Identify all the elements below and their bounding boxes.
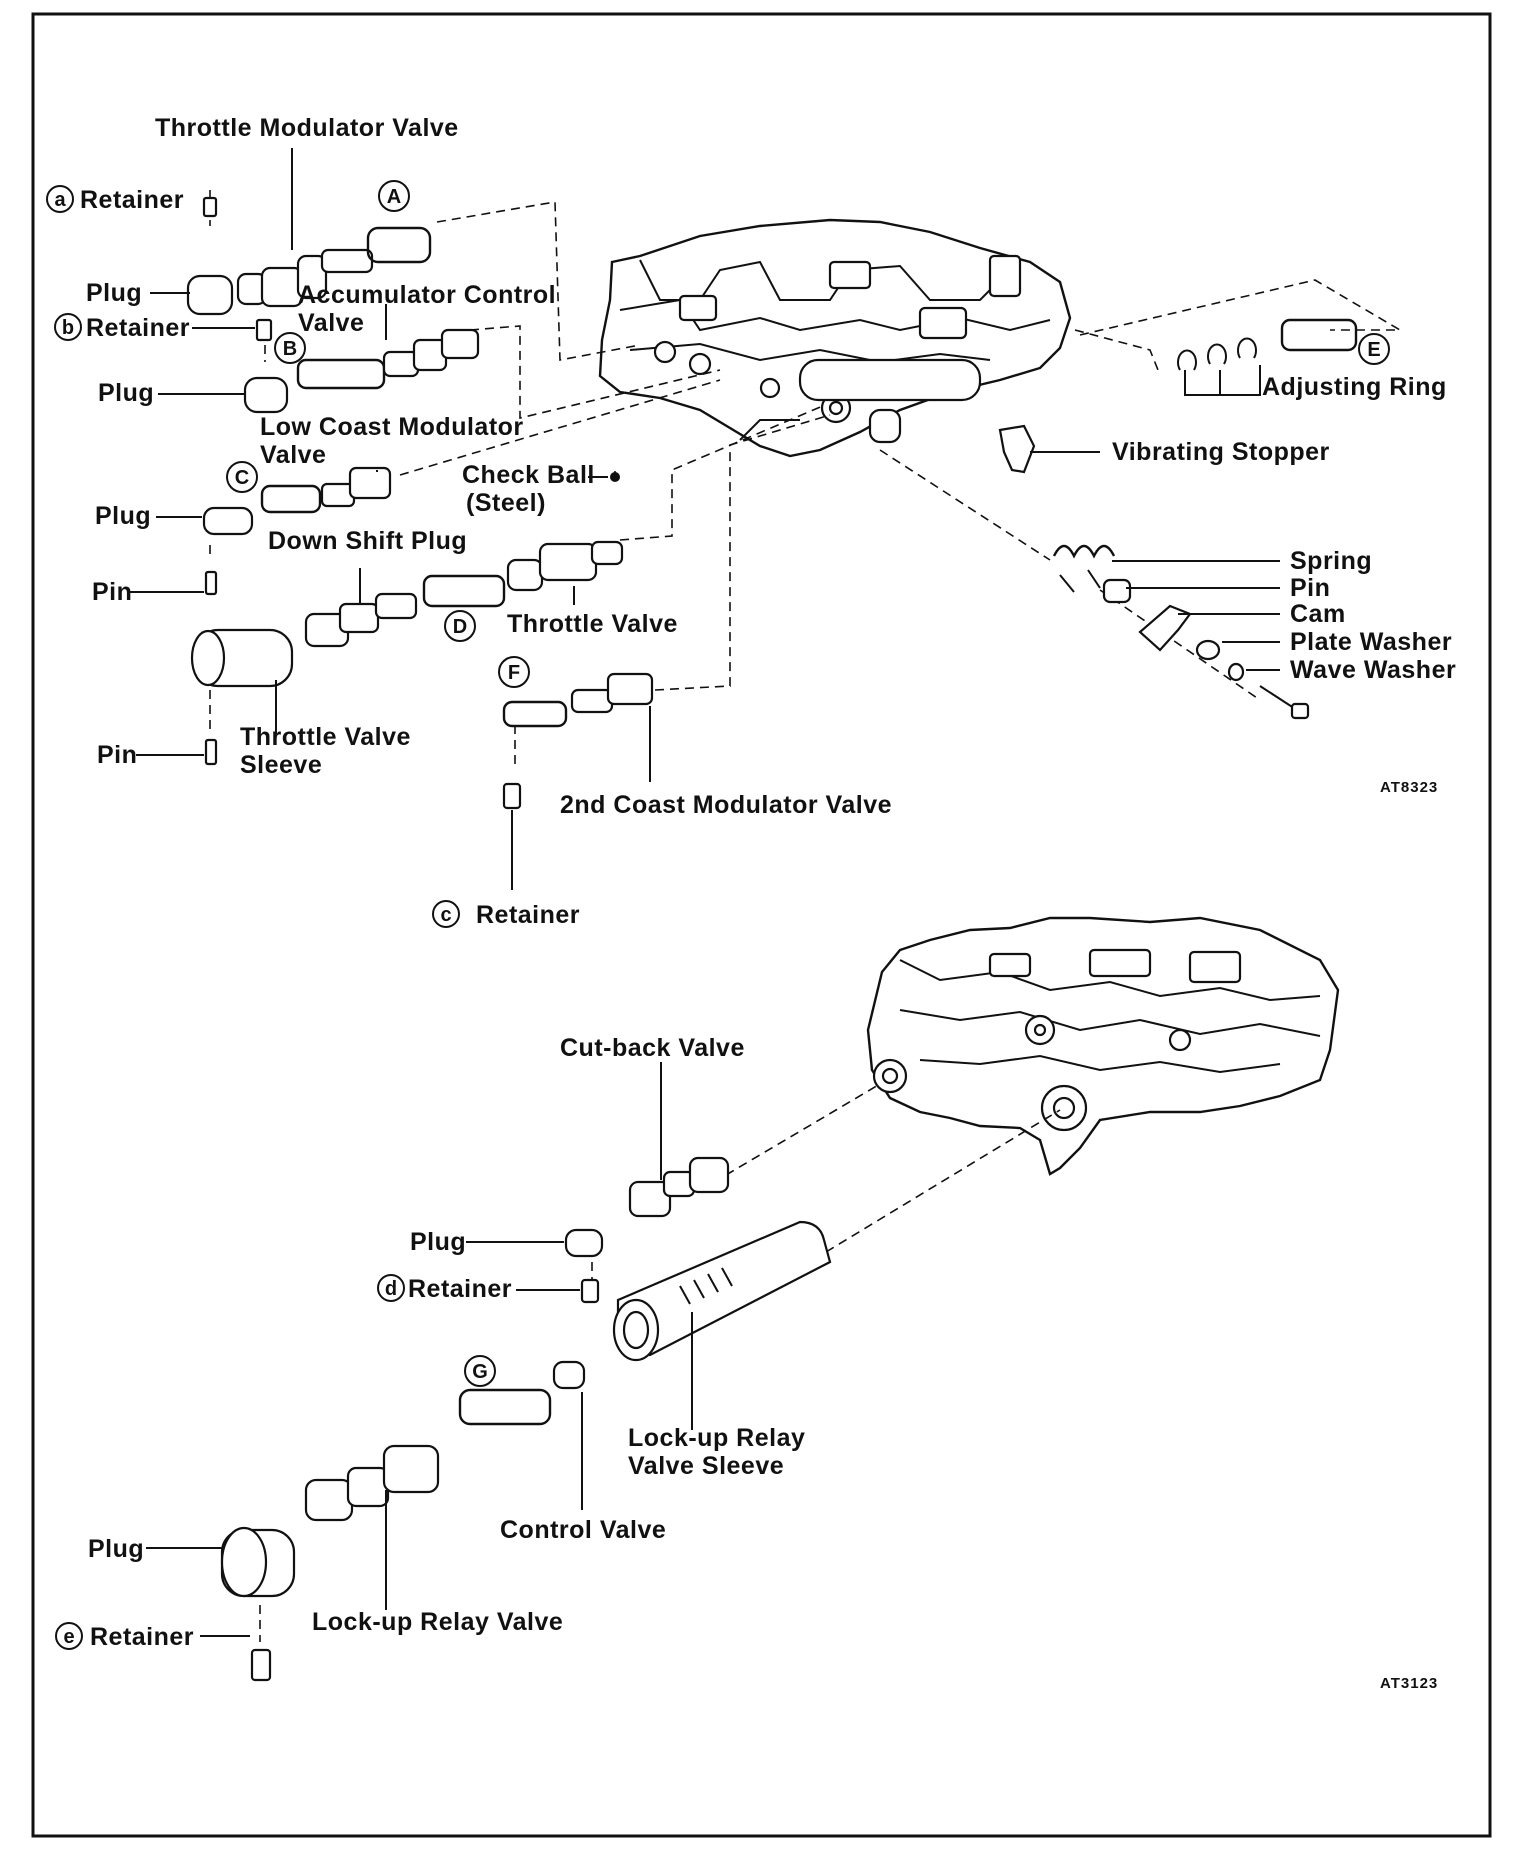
label-throttle-valve-sleeve-2: Sleeve: [240, 751, 322, 779]
figure-frame: [31, 12, 1492, 1838]
low-coast-modulator-valve-group: [202, 466, 392, 596]
spring-c-letter: C: [235, 467, 249, 489]
retainer-a-letter: a: [54, 189, 66, 211]
figure-code-top: AT8323: [1380, 779, 1438, 796]
figure-code-bottom: AT3123: [1380, 1675, 1438, 1692]
label-lock-up-relay-valve: Lock-up Relay Valve: [312, 1608, 563, 1636]
spring-g-part: [458, 1388, 552, 1426]
label-accumulator-control-valve-1: Accumulator Control: [298, 281, 556, 309]
label-check-ball-1: Check Ball: [462, 461, 595, 489]
label-retainer-d: Retainer: [408, 1275, 512, 1303]
label-pin-1: Pin: [92, 578, 132, 606]
label-retainer-a: Retainer: [80, 186, 184, 214]
spring-g-letter: G: [472, 1361, 488, 1383]
upper-valve-body: [598, 218, 1072, 458]
label-accumulator-control-valve-2: Valve: [298, 309, 364, 337]
label-lock-up-relay-valve-sleeve-2: Valve Sleeve: [628, 1452, 784, 1480]
label-plug-2: Plug: [98, 379, 154, 407]
control-valve-part: [552, 1360, 586, 1390]
check-ball-part: [610, 472, 620, 482]
label-throttle-valve: Throttle Valve: [507, 610, 678, 638]
throttle-modulator-valve-group: [186, 196, 432, 316]
retainer-e-letter: e: [63, 1626, 74, 1648]
spring-a-letter: A: [387, 186, 401, 208]
label-control-valve: Control Valve: [500, 1516, 666, 1544]
throttle-valve-group: [190, 540, 624, 766]
retainer-d-letter: d: [385, 1278, 397, 1300]
label-plug-3: Plug: [95, 502, 151, 530]
label-down-shift-plug: Down Shift Plug: [268, 527, 467, 555]
accumulator-control-valve-group: [243, 318, 480, 414]
retainer-c-letter: c: [440, 904, 451, 926]
label-plug-4: Plug: [410, 1228, 466, 1256]
label-plug-5: Plug: [88, 1535, 144, 1563]
spring-f-letter: F: [508, 662, 520, 684]
lock-up-relay-valve-sleeve-part: [612, 1220, 832, 1362]
label-pin-2: Pin: [97, 741, 137, 769]
label-low-coast-modulator-valve-2: Valve: [260, 441, 326, 469]
label-throttle-valve-sleeve-1: Throttle Valve: [240, 723, 411, 751]
label-lock-up-relay-valve-sleeve-1: Lock-up Relay: [628, 1424, 805, 1452]
label-retainer-c: Retainer: [476, 901, 580, 929]
second-coast-modulator-valve-group: [502, 672, 654, 810]
lower-valve-body: [866, 916, 1340, 1176]
spring-b-letter: B: [283, 338, 297, 360]
spring-e-letter: E: [1367, 339, 1380, 361]
label-spring: Spring: [1290, 547, 1372, 575]
label-retainer-b: Retainer: [86, 314, 190, 342]
plug-e-part: [220, 1526, 296, 1682]
circled-letters: a A b B C D F c E d G e: [46, 180, 1390, 1650]
retainer-b-letter: b: [62, 317, 74, 339]
label-adjusting-ring: Adjusting Ring: [1262, 373, 1447, 401]
vibrating-stopper-part: [998, 424, 1036, 474]
label-plug-1: Plug: [86, 279, 142, 307]
label-low-coast-modulator-valve-1: Low Coast Modulator: [260, 413, 524, 441]
cut-back-valve-part: [628, 1156, 730, 1218]
cam-assembly-parts: [1052, 544, 1310, 720]
label-check-ball-2: (Steel): [466, 489, 546, 517]
label-wave-washer: Wave Washer: [1290, 656, 1456, 684]
label-vibrating-stopper: Vibrating Stopper: [1112, 438, 1330, 466]
spring-a-part: [366, 226, 432, 264]
label-pin-3: Pin: [1290, 574, 1330, 602]
retainer-a-part: [202, 196, 218, 218]
lock-up-relay-valve-part: [304, 1444, 440, 1522]
label-plate-washer: Plate Washer: [1290, 628, 1452, 656]
label-cam: Cam: [1290, 600, 1346, 628]
plug-d-part: [564, 1228, 604, 1304]
adjusting-ring-group: [1177, 318, 1358, 371]
leader-lines: [128, 148, 1280, 1637]
text-labels: Throttle Modulator Valve Retainer Plug R…: [80, 114, 1456, 1692]
assembly-lines: [209, 190, 1403, 1642]
label-retainer-e: Retainer: [90, 1623, 194, 1651]
label-second-coast-modulator-valve: 2nd Coast Modulator Valve: [560, 791, 892, 819]
spring-d-letter: D: [453, 616, 467, 638]
label-throttle-modulator-valve: Throttle Modulator Valve: [155, 114, 459, 142]
label-cut-back-valve: Cut-back Valve: [560, 1034, 745, 1062]
